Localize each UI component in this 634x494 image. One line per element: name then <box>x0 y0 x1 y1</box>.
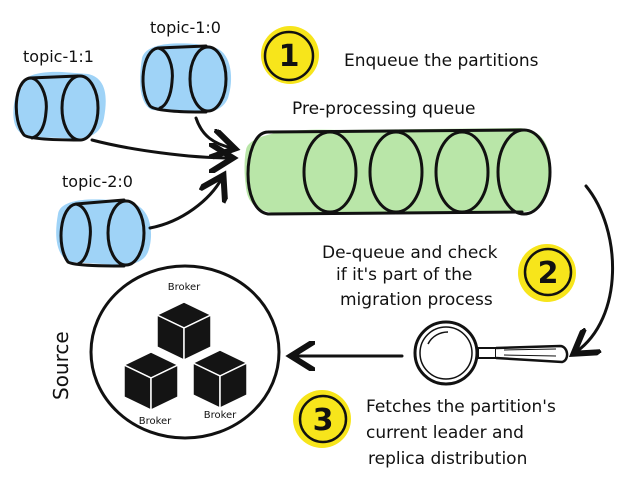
step-badge <box>293 390 351 448</box>
step-text-line: migration process <box>340 290 493 310</box>
step-text-line: Fetches the partition's <box>366 397 556 417</box>
arrow-icon <box>148 178 222 230</box>
queue-segment <box>434 130 490 214</box>
pre-processing-queue: Pre-processing queue <box>244 99 552 216</box>
arrow-icon <box>576 184 615 352</box>
queue-segment <box>302 130 358 214</box>
magnifying-glass-icon <box>413 320 569 386</box>
step-text-line: current leader and <box>366 423 524 443</box>
source-circle <box>89 264 281 440</box>
partition-cylinder-cap <box>188 45 228 113</box>
step-badge-outline <box>263 30 315 82</box>
queue-segment <box>368 130 424 214</box>
step-text-line: if it's part of the <box>336 265 472 285</box>
step-3: 3 Fetches the partition's current leader… <box>293 390 556 469</box>
broker-cube-icon <box>122 351 180 412</box>
partition-cylinder-cap <box>106 199 146 267</box>
queue-segment <box>496 128 552 216</box>
step-number: 2 <box>538 256 559 291</box>
step-badge <box>261 26 319 84</box>
step-2: De-queue and check if it's part of the m… <box>322 243 576 310</box>
step-number: 1 <box>279 39 300 74</box>
partition-label: topic-1:1 <box>23 47 94 66</box>
step-text-line: Enqueue the partitions <box>344 51 539 71</box>
step-badge-outline <box>298 394 348 444</box>
step-text-line: replica distribution <box>368 449 527 469</box>
partition-cylinder-fill <box>140 43 232 113</box>
partition-topic-2-0: topic-2:0 <box>56 172 152 268</box>
partition-cylinder-fill <box>13 71 106 139</box>
broker-label: Broker <box>204 410 237 421</box>
arrow-icon <box>194 116 232 148</box>
partition-cylinder-outline <box>14 74 82 142</box>
partition-cylinder-outline <box>141 44 208 114</box>
partition-cylinder-fill <box>56 199 152 265</box>
queue-label: Pre-processing queue <box>292 99 475 119</box>
partition-cylinder-cap <box>60 74 100 142</box>
partition-label: topic-2:0 <box>62 172 133 191</box>
broker-cube-icon <box>191 349 249 410</box>
broker-label: Broker <box>168 282 201 293</box>
partition-label: topic-1:0 <box>150 18 221 37</box>
arrow-icon <box>90 138 230 158</box>
broker-label: Broker <box>139 416 172 427</box>
broker-cube-icon <box>155 301 213 362</box>
source-label: Source <box>49 331 73 400</box>
partition-topic-1-1: topic-1:1 <box>13 47 106 142</box>
queue-fill <box>244 128 551 214</box>
partition-topic-1-0: topic-1:0 <box>140 18 232 114</box>
step-badge-outline <box>523 247 573 297</box>
step-1: 1 Enqueue the partitions <box>261 26 539 84</box>
step-text-line: De-queue and check <box>322 243 498 263</box>
source-cluster: Source Broker Broker Broker <box>49 264 281 440</box>
step-number: 3 <box>313 403 334 438</box>
partition-cylinder-outline <box>59 198 126 268</box>
